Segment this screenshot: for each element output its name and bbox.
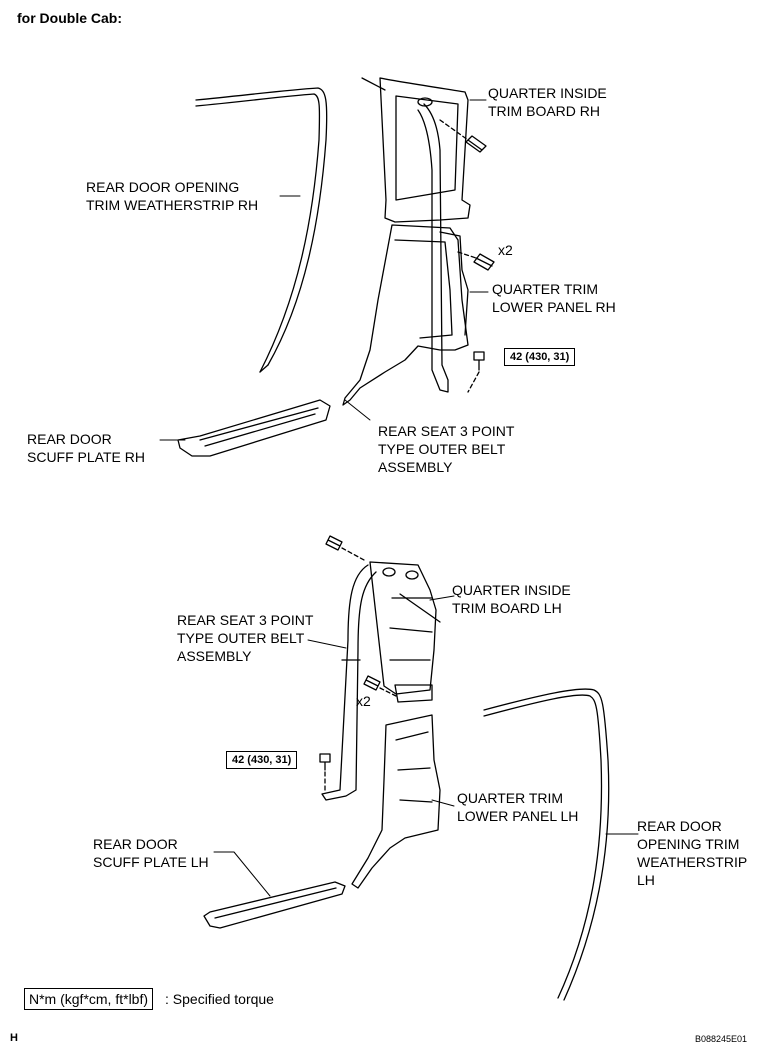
label-quarter-lower-panel-lh: QUARTER TRIM LOWER PANEL LH (457, 790, 579, 824)
quarter-lower-panel-rh-part (342, 224, 469, 406)
label-scuff-plate-rh: REAR DOOR SCUFF PLATE RH (27, 431, 145, 465)
torque-legend-description: : Specified torque (165, 991, 274, 1007)
label-scuff-plate-lh: REAR DOOR SCUFF PLATE LH (93, 836, 209, 870)
bolt-upper-2 (457, 251, 495, 271)
belt-rh-part (417, 103, 449, 393)
quarter-inside-trim-rh-part (361, 77, 471, 223)
scuff-plate-rh-part (177, 399, 331, 457)
label-quarter-inside-trim-rh: QUARTER INSIDE TRIM BOARD RH (488, 85, 607, 119)
leader-lines-upper (159, 99, 489, 441)
label-belt-assembly-upper: REAR SEAT 3 POINT TYPE OUTER BELT ASSEMB… (378, 423, 515, 475)
label-weatherstrip-rh: REAR DOOR OPENING TRIM WEATHERSTRIP RH (86, 179, 259, 213)
weatherstrip-rh-part (195, 87, 328, 373)
label-quarter-inside-trim-lh: QUARTER INSIDE TRIM BOARD LH (452, 582, 571, 616)
label-belt-assembly-lower: REAR SEAT 3 POINT TYPE OUTER BELT ASSEMB… (177, 612, 314, 664)
torque-spec-lower: 42 (430, 31) (226, 751, 298, 769)
bolt-lower-1 (325, 535, 365, 561)
label-weatherstrip-lh: REAR DOOR OPENING TRIM WEATHERSTRIP LH (637, 818, 748, 888)
scuff-plate-lh-part (203, 881, 346, 929)
corner-mark: H (10, 1032, 18, 1044)
torque-spec-upper: 42 (430, 31) (504, 348, 576, 366)
diagram-title: for Double Cab: (17, 10, 122, 26)
bolt-upper-1 (439, 119, 487, 153)
quarter-inside-trim-lh-part (369, 561, 441, 695)
figure-code: B088245E01 (695, 1034, 748, 1044)
bracket-lh (394, 684, 433, 703)
label-quarter-lower-panel-rh: QUARTER TRIM LOWER PANEL RH (492, 281, 616, 315)
bolt-lower-2 (363, 675, 397, 697)
torque-unit-legend: N*m (kgf*cm, ft*lbf) (24, 988, 154, 1010)
label-quantity-lower: x2 (356, 693, 371, 709)
quarter-lower-panel-lh-part (351, 714, 441, 889)
leader-lines-lower (213, 595, 639, 897)
weatherstrip-lh-part (483, 688, 610, 1001)
bolt-upper-3 (467, 351, 485, 393)
bolt-lower-3 (319, 753, 331, 791)
belt-lh-part (321, 564, 377, 801)
label-quantity-upper: x2 (498, 242, 513, 258)
